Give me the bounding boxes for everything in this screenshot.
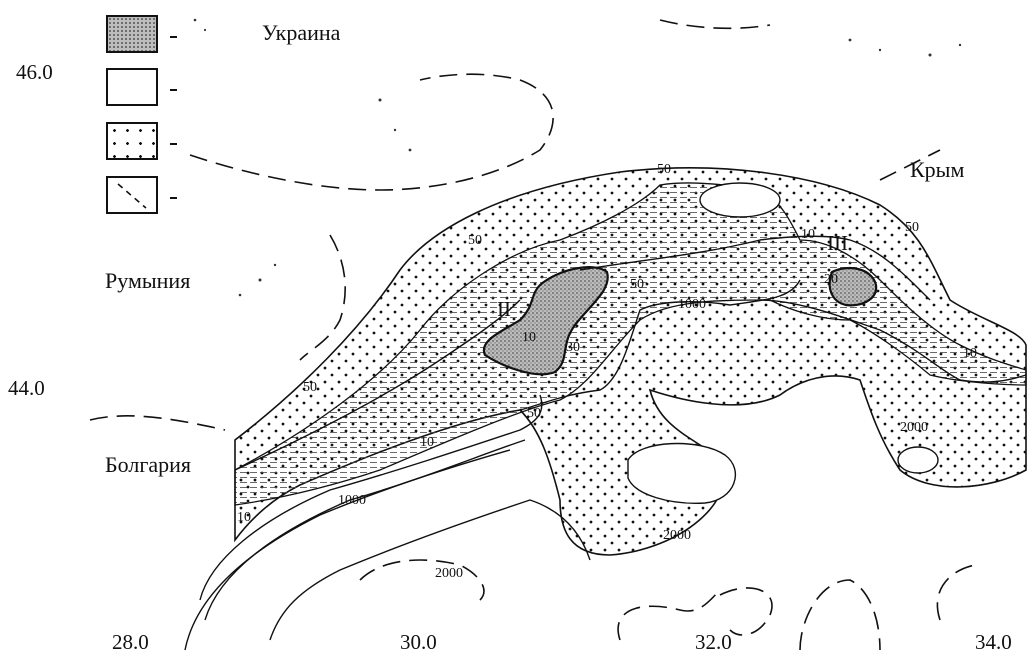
- contour-label: 1000: [678, 297, 706, 312]
- deep-basin-southeast: [897, 446, 939, 474]
- contour-label: 10: [963, 346, 977, 361]
- contour-label: 50: [657, 162, 671, 177]
- scan-specks: [193, 18, 962, 297]
- contour-label: 2000: [435, 566, 463, 581]
- isobath-lines: [184, 235, 1027, 651]
- deep-basin-east: [699, 182, 781, 218]
- legend-swatch-dots: [106, 122, 158, 160]
- legend-swatch-dashed: [106, 176, 158, 214]
- lon-label-34: 34.0: [975, 630, 1012, 654]
- dashed-isobaths: [89, 19, 976, 651]
- lon-label-30: 30.0: [400, 630, 437, 654]
- contour-label: 10: [801, 227, 815, 242]
- zone-label-iii: III: [827, 231, 848, 255]
- contour-label: 50: [527, 406, 541, 421]
- contour-label: 10: [237, 510, 251, 525]
- lon-label-32: 32.0: [695, 630, 732, 654]
- label-romania: Румыния: [105, 268, 191, 293]
- legend-dash-4: [170, 197, 177, 199]
- label-ukraine: Украина: [262, 20, 341, 45]
- contour-label: 50: [630, 277, 644, 292]
- legend-dash-3: [170, 143, 177, 145]
- legend-swatch-stipple: [106, 15, 158, 53]
- contour-label: 20: [824, 272, 838, 287]
- contour-label: 50: [468, 233, 482, 248]
- contour-label: 10: [522, 330, 536, 345]
- lat-label-44: 44.0: [8, 376, 45, 400]
- lat-label-46: 46.0: [16, 60, 53, 84]
- contour-label: 2000: [663, 528, 691, 543]
- zone-iii-area: [828, 267, 878, 307]
- legend-swatch-blank: [106, 68, 158, 106]
- lon-label-28: 28.0: [112, 630, 149, 654]
- deep-basin-center: [627, 442, 736, 504]
- zone-label-ii: II: [497, 297, 511, 321]
- contour-label: 1000: [338, 493, 366, 508]
- contour-label: 50: [905, 220, 919, 235]
- contour-label: 10: [420, 435, 434, 450]
- contour-label: 30: [566, 340, 580, 355]
- label-bulgaria: Болгария: [105, 452, 192, 477]
- zone-ii-area: [482, 266, 609, 376]
- label-crimea: Крым: [910, 157, 965, 182]
- legend-dash-2: [170, 89, 177, 91]
- legend-dash-1: [170, 36, 177, 38]
- contour-label: 2000: [900, 420, 928, 435]
- contour-label: 50: [303, 380, 317, 395]
